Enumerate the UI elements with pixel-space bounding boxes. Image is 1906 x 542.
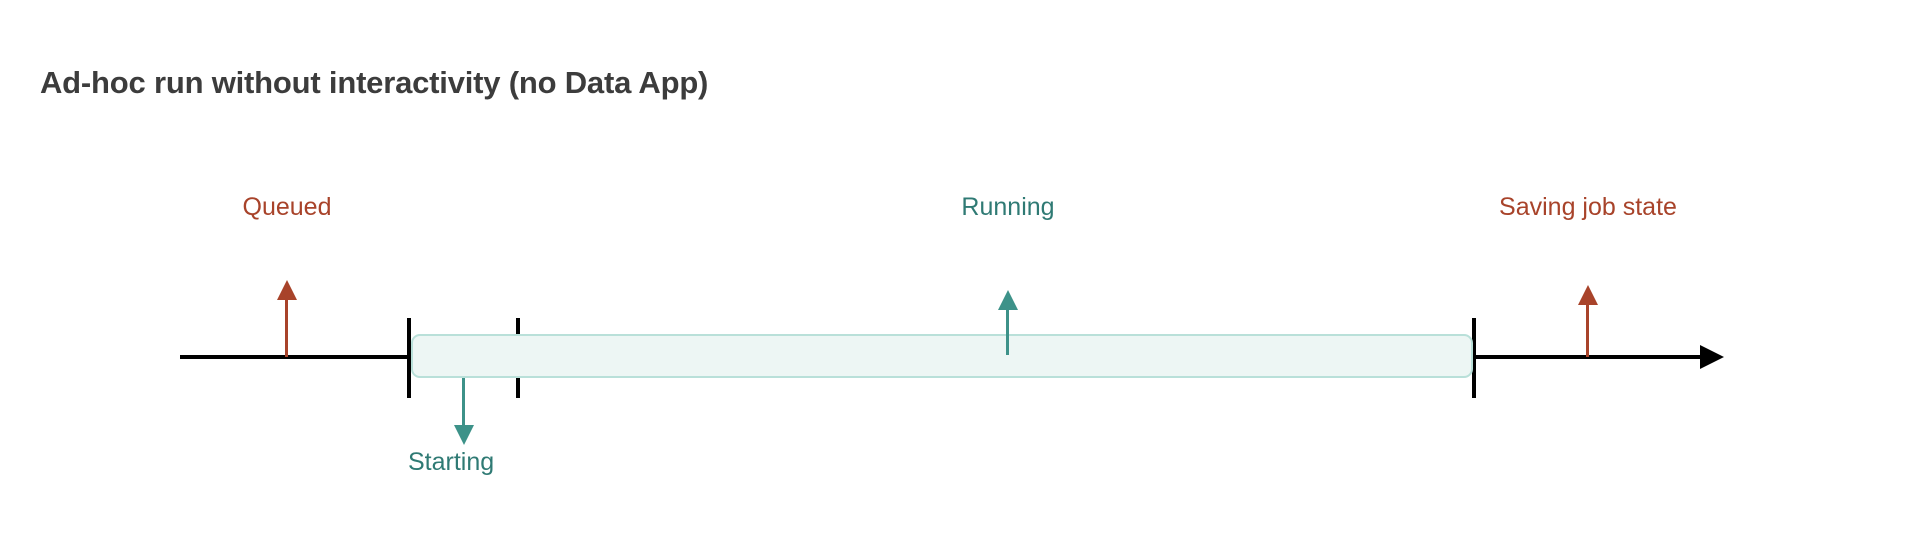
marker-saving-job-state-arrowhead-icon <box>1578 285 1598 305</box>
boundary-tick-running-end <box>1472 318 1476 398</box>
page-title: Ad-hoc run without interactivity (no Dat… <box>40 65 709 100</box>
marker-running-label: Running <box>961 193 1055 221</box>
time-axis-arrowhead <box>1700 345 1724 369</box>
marker-saving-job-state-label: Saving job state <box>1499 193 1677 221</box>
marker-queued-arrowhead-icon <box>277 280 297 300</box>
marker-queued-arrow-stem <box>285 298 288 357</box>
marker-queued-label: Queued <box>242 193 332 221</box>
marker-starting-arrow-stem <box>462 378 465 427</box>
marker-running-arrow-stem <box>1006 308 1009 355</box>
running-band <box>411 334 1473 378</box>
marker-starting-label: Starting <box>408 448 495 476</box>
boundary-tick-start <box>407 318 411 398</box>
marker-saving-job-state-arrow-stem <box>1586 303 1589 357</box>
marker-running-arrowhead-icon <box>998 290 1018 310</box>
marker-starting-arrowhead-icon <box>454 425 474 445</box>
